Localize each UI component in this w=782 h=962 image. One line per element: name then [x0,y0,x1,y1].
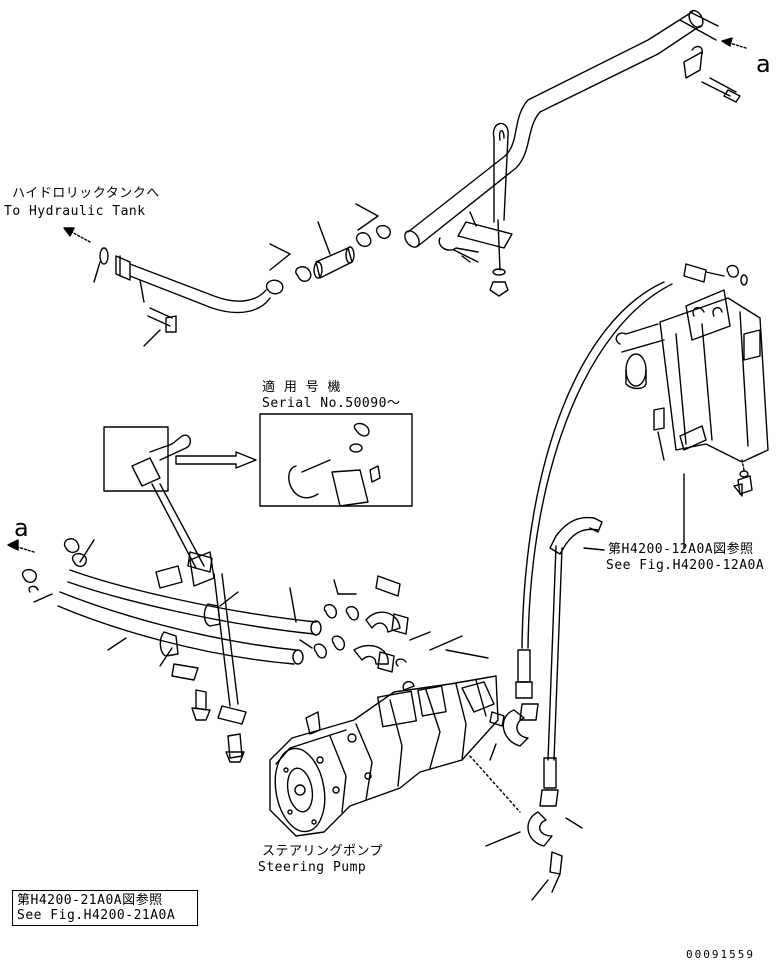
return-pipe-upper [404,9,719,248]
steering-pump [269,631,521,837]
hose-right-thin [489,281,673,747]
pipe-flange-top-right [683,45,741,103]
ubolt-top [489,122,509,297]
bracket-rod-left [151,483,247,763]
label-fig12-jp: 第H4200-12A0A図参照 [608,542,754,557]
label-fig12-en: See Fig.H4200-12A0A [606,558,765,573]
reference-box-fig21: 第H4200-21A0A図参照 See Fig.H4200-21A0A [12,890,198,926]
document-number: 00091559 [686,948,755,961]
label-serial-jp: 適 用 号 機 [262,380,341,395]
callout-a-top: a [756,50,771,78]
arrow-to-tank [63,227,91,243]
arrow-a-top [721,37,747,49]
label-serial-en: Serial No.50090～ [262,396,401,411]
label-hydraulic-tank-jp: ハイドロリックタンクへ [12,186,160,201]
hose-long-upper [67,569,322,636]
pump-fittings [299,575,409,673]
label-fig21-en: See Fig.H4200-21A0A [17,908,176,923]
leader-lines [489,547,605,901]
label-steering-pump-en: Steering Pump [258,860,367,875]
hose-right-thick [485,516,603,893]
label-steering-pump-jp: ステアリングポンプ [262,844,384,859]
arrow-a-left [7,539,35,553]
clamps-left [21,538,297,721]
valve-bracket [615,263,769,549]
return-pipe-lower [93,247,271,347]
hose-long-lower [57,591,304,665]
serial-inset [103,413,413,507]
hose-upper-connector [265,203,391,295]
label-hydraulic-tank-en: To Hydraulic Tank [4,204,146,219]
bracket-top [438,211,513,263]
callout-a-left: a [14,514,29,542]
label-fig21-jp: 第H4200-21A0A図参照 [17,893,163,908]
